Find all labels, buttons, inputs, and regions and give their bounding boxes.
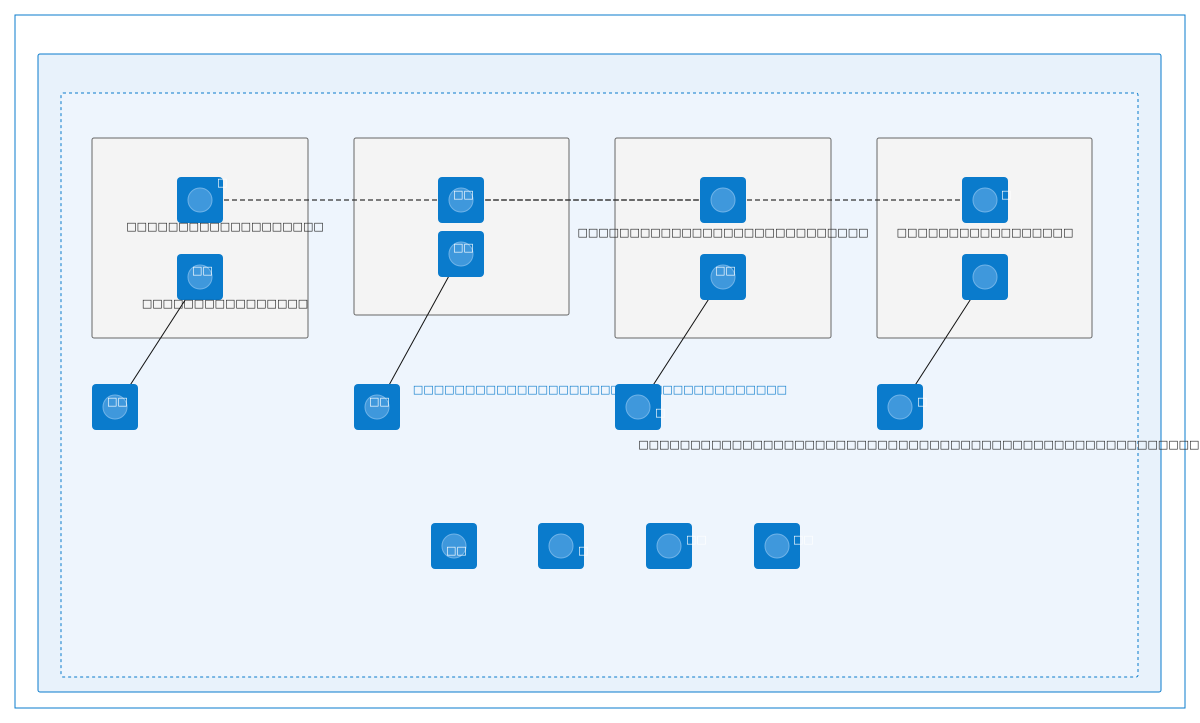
node-b3[interactable]: □□ bbox=[646, 523, 707, 569]
node-z2-a[interactable]: □□ bbox=[438, 177, 484, 223]
node-m4[interactable]: □ bbox=[877, 384, 927, 430]
service-icon-inner bbox=[625, 394, 651, 420]
node-badge: □ bbox=[917, 395, 927, 408]
zone-1-box bbox=[91, 137, 309, 339]
node-b1[interactable]: □□ bbox=[431, 523, 477, 569]
node-badge: □□ bbox=[793, 533, 814, 546]
service-icon-inner bbox=[710, 187, 736, 213]
node-badge: □ bbox=[1001, 188, 1011, 201]
service-icon-inner bbox=[972, 187, 998, 213]
node-b4[interactable]: □□ bbox=[754, 523, 814, 569]
node-badge: □□ bbox=[686, 533, 707, 546]
node-b2[interactable]: □ bbox=[538, 523, 588, 569]
node-label: □□□□□□□□□□□□□□□□□□□□□□□□□□□□ bbox=[577, 226, 868, 239]
zone-3-box bbox=[614, 137, 832, 339]
vnet-label: □□□□□□□□□□□□□□□□□□□□□□□□□□□□□□□□□□□□ bbox=[413, 383, 787, 396]
node-m2[interactable]: □□ bbox=[354, 384, 400, 430]
node-badge: □□ bbox=[446, 544, 467, 557]
service-icon-inner bbox=[656, 533, 682, 559]
node-label: □□□□□□□□□□□□□□□□□ bbox=[897, 226, 1074, 239]
node-z4-b[interactable] bbox=[962, 254, 1008, 300]
node-badge: □□ bbox=[369, 395, 390, 408]
node-m1[interactable]: □□ bbox=[92, 384, 138, 430]
zone-2-box bbox=[353, 137, 570, 316]
node-z3-b[interactable]: □□ bbox=[700, 254, 746, 300]
service-icon-inner bbox=[448, 187, 474, 213]
connector-z2b-m2 bbox=[376, 253, 462, 409]
service-icon-inner bbox=[887, 394, 913, 420]
node-badge: □□ bbox=[107, 395, 128, 408]
service-icon-inner bbox=[187, 187, 213, 213]
node-z3-a[interactable]: □□□□□□□□□□□□□□□□□□□□□□□□□□□□ bbox=[577, 177, 869, 239]
node-badge: □□ bbox=[192, 264, 213, 277]
node-badge: □ bbox=[655, 406, 665, 419]
node-badge: □□ bbox=[453, 188, 474, 201]
node-badge: □ bbox=[217, 176, 227, 189]
node-z1-b[interactable]: □□ □□□□□□□□□□□□□□□□ bbox=[142, 254, 308, 310]
service-icon-inner bbox=[364, 394, 390, 420]
node-m3[interactable]: □ bbox=[615, 384, 665, 430]
service-icon-inner bbox=[972, 264, 998, 290]
node-label: □□□□□□□□□□□□□□□□□□□ bbox=[126, 220, 323, 233]
node-z2-b[interactable]: □□ bbox=[438, 231, 484, 277]
service-icon-inner bbox=[710, 264, 736, 290]
node-badge: □□ bbox=[715, 264, 736, 277]
service-icon-inner bbox=[448, 241, 474, 267]
node-label: □□□□□□□□□□□□□□□□ bbox=[142, 297, 308, 310]
node-z4-a[interactable]: □ □□□□□□□□□□□□□□□□□ bbox=[897, 177, 1074, 239]
node-z1-a[interactable]: □ □□□□□□□□□□□□□□□□□□□ bbox=[126, 176, 323, 233]
service-icon-inner bbox=[764, 533, 790, 559]
service-icon-inner bbox=[102, 394, 128, 420]
service-icon-inner bbox=[548, 533, 574, 559]
middle-note: □□□□□□□□□□□□□□□□□□□□□□□□□□□□□□□□□□□□□□□□… bbox=[638, 438, 1200, 451]
service-icon-inner bbox=[441, 533, 467, 559]
node-badge: □□ bbox=[453, 241, 474, 254]
node-badge: □ bbox=[578, 544, 588, 557]
zone-4-box bbox=[876, 137, 1093, 339]
service-icon-inner bbox=[187, 264, 213, 290]
vnet-container bbox=[60, 92, 1139, 678]
